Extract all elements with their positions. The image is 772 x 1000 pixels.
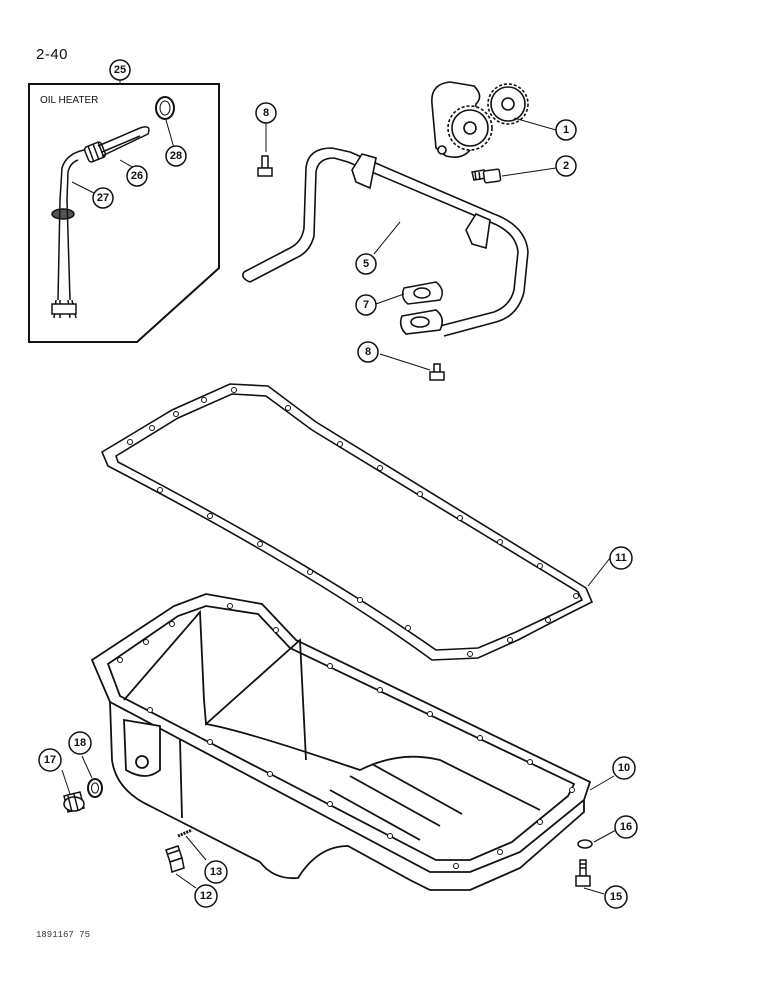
cap-screw-upper: [257, 155, 273, 177]
callout-8-lower: 8: [357, 341, 379, 363]
callout-25: 25: [109, 59, 131, 81]
callout-2-label: 2: [563, 160, 569, 172]
callout-26-label: 26: [131, 170, 143, 182]
callout-8-lower-label: 8: [365, 346, 371, 358]
callout-16-label: 16: [620, 821, 632, 833]
drain-plug: [165, 845, 185, 873]
leader-lines: [61, 117, 617, 895]
tube-gasket: [401, 281, 443, 305]
callout-7: 7: [355, 294, 377, 316]
drain-washer: [177, 828, 193, 838]
callout-17-label: 17: [44, 754, 56, 766]
pump-bolt: [471, 168, 502, 184]
callout-1: 1: [555, 119, 577, 141]
side-washer: [87, 778, 103, 798]
callout-8-upper: 8: [255, 102, 277, 124]
gasket-bolt-holes: [127, 387, 579, 657]
pan-bolt: [575, 859, 591, 887]
callout-27: 27: [92, 187, 114, 209]
callout-7-label: 7: [363, 299, 369, 311]
pan-bolt-holes: [117, 603, 575, 869]
callout-13: 13: [204, 860, 228, 884]
callout-25-label: 25: [114, 64, 126, 76]
oil-pump: [431, 81, 529, 158]
callout-16: 16: [614, 815, 638, 839]
heater-element: [83, 126, 150, 163]
callout-10: 10: [612, 756, 636, 780]
page-number: 2-40: [36, 46, 69, 63]
callout-11-label: 11: [615, 552, 627, 564]
callout-28: 28: [165, 145, 187, 167]
pan-gasket: [100, 383, 594, 661]
oil-heater-inset: OIL HEATER: [28, 80, 220, 343]
callout-17: 17: [38, 748, 62, 772]
pan-washer: [577, 839, 593, 849]
cap-screw-lower: [429, 363, 445, 381]
callout-1-label: 1: [563, 124, 569, 136]
inset-frame: [28, 83, 220, 343]
inset-title: OIL HEATER: [40, 95, 98, 106]
callout-15-label: 15: [610, 891, 622, 903]
side-plug: [63, 791, 85, 813]
callout-10-label: 10: [618, 762, 630, 774]
callout-13-label: 13: [210, 866, 222, 878]
callout-15: 15: [604, 885, 628, 909]
callout-18-label: 18: [74, 737, 86, 749]
callout-8-upper-label: 8: [263, 107, 269, 119]
callout-26: 26: [126, 165, 148, 187]
callout-12-label: 12: [200, 890, 212, 902]
suction-tube: [242, 147, 529, 337]
callout-12: 12: [194, 884, 218, 908]
callout-28-label: 28: [170, 150, 182, 162]
callout-5-label: 5: [363, 258, 369, 270]
callout-11: 11: [609, 546, 633, 570]
callout-2: 2: [555, 155, 577, 177]
heater-seal-ring: [155, 96, 175, 120]
callout-5: 5: [355, 253, 377, 275]
callout-18: 18: [68, 731, 92, 755]
figure-reference-code: 1891167 75: [36, 930, 91, 940]
callout-27-label: 27: [97, 192, 109, 204]
oil-pan: [90, 593, 592, 891]
heater-elbow-cord: [51, 149, 85, 319]
